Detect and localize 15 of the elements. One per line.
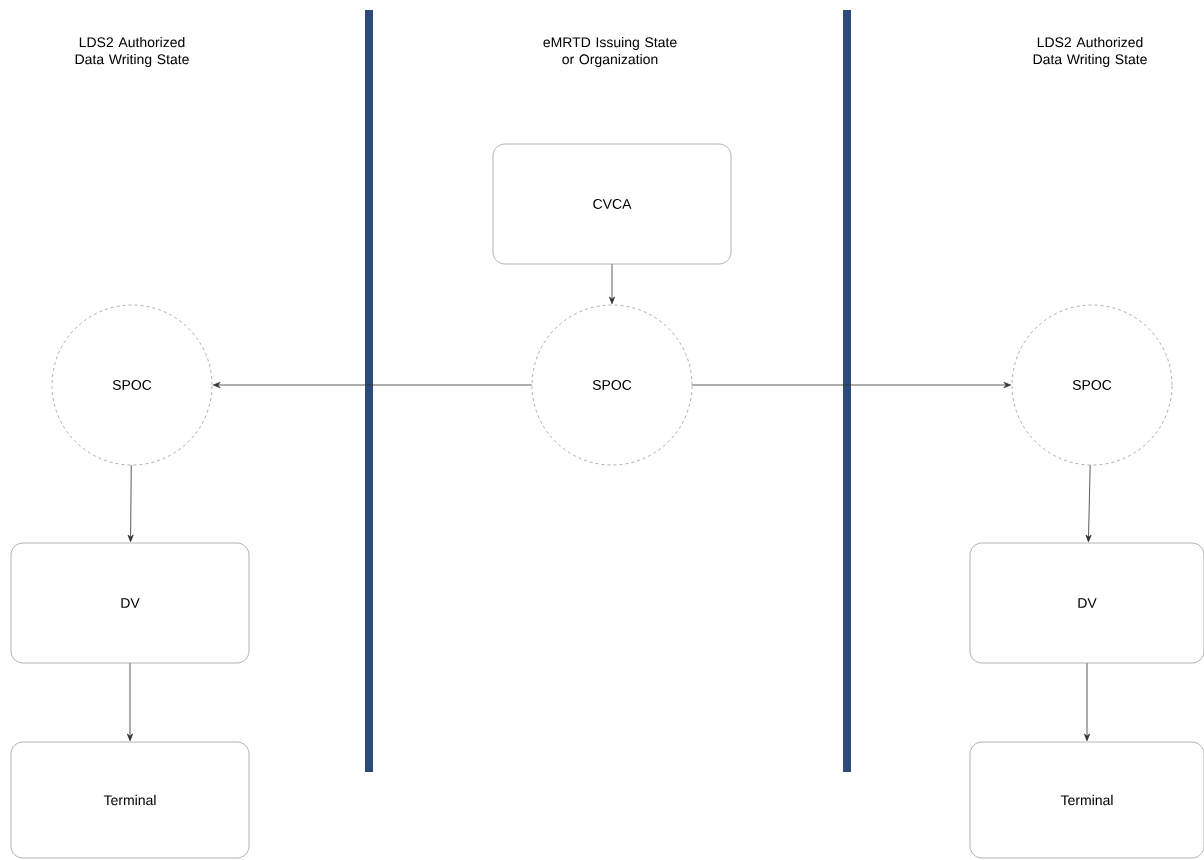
column-heading: LDS2 Authorized Data Writing State [75,37,189,67]
process-box: DV [969,542,1204,664]
arrow [691,382,1012,388]
process-box: Terminal [10,741,250,859]
arrow [212,382,533,388]
column-heading: eMRTD Issuing State or Organization [543,37,677,67]
process-box: Terminal [969,741,1204,859]
process-box: DV [10,542,250,664]
arrow [1084,662,1090,742]
arrow [1085,464,1092,543]
arrow [609,263,615,305]
arrow [127,464,134,543]
arrow [127,662,133,742]
process-box: CVCA [492,143,732,265]
column-heading: LDS2 Authorized Data Writing State [1033,37,1147,67]
